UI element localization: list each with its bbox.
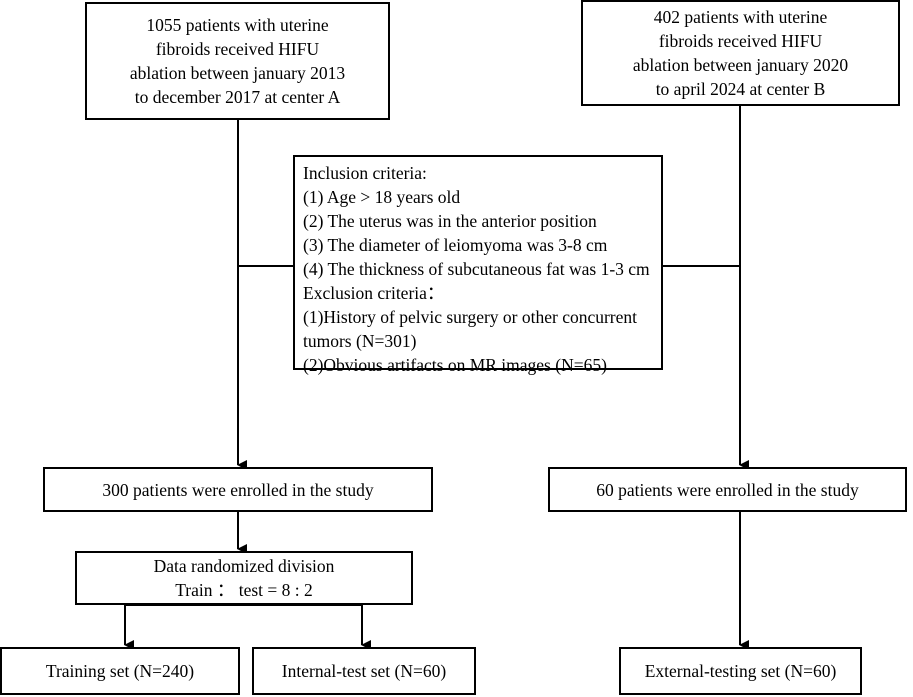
enrolled-center-b-text: 60 patients were enrolled in the study	[596, 479, 859, 500]
external-testing-set-text: External-testing set (N=60)	[644, 661, 837, 681]
enrolled-center-a-box: 300 patients were enrolled in the study	[43, 467, 433, 512]
center-b-line-1: 402 patients with uterine	[653, 7, 828, 27]
center-a-line-2: fibroids received HIFU	[155, 39, 320, 59]
training-set-text: Training set (N=240)	[45, 661, 195, 681]
inclusion-criterion-age: (1) Age > 18 years old	[303, 187, 461, 207]
center-a-line-3: ablation between january 2013	[129, 63, 346, 83]
center-a-box: 1055 patients with uterine fibroids rece…	[85, 2, 390, 120]
center-b-line-2: fibroids received HIFU	[658, 31, 823, 51]
inclusion-criterion-fat: (4) The thickness of subcutaneous fat wa…	[303, 259, 650, 279]
enrolled-center-b-box: 60 patients were enrolled in the study	[548, 467, 907, 512]
exclusion-criterion-artifacts: (2)Obvious artifacts on MR images (N=65)	[303, 355, 607, 375]
training-set-box: Training set (N=240)	[0, 647, 240, 695]
inclusion-criterion-uterus: (2) The uterus was in the anterior posit…	[303, 211, 597, 231]
enrolled-center-a-text: 300 patients were enrolled in the study	[102, 479, 374, 500]
inclusion-criteria-heading: Inclusion criteria:	[303, 163, 427, 183]
internal-test-set-box: Internal-test set (N=60)	[252, 647, 476, 695]
exclusion-criterion-surgery: (1)History of pelvic surgery or other co…	[303, 307, 638, 327]
randomized-division-ratio: Train ： test = 8 : 2	[175, 580, 313, 600]
external-testing-set-box: External-testing set (N=60)	[619, 647, 862, 695]
center-b-line-4: to april 2024 at center B	[655, 79, 826, 99]
exclusion-criteria-heading: Exclusion criteria：	[303, 283, 445, 303]
criteria-box: Inclusion criteria: (1) Age > 18 years o…	[293, 155, 663, 375]
exclusion-criterion-surgery-cont: tumors (N=301)	[303, 331, 417, 351]
center-a-line-4: to december 2017 at center A	[134, 87, 341, 107]
internal-test-set-text: Internal-test set (N=60)	[281, 661, 447, 681]
center-a-line-1: 1055 patients with uterine	[146, 15, 329, 35]
randomized-division-box: Data randomized division Train ： test = …	[75, 551, 413, 605]
randomized-division-title: Data randomized division	[153, 556, 335, 576]
inclusion-criterion-diameter: (3) The diameter of leiomyoma was 3-8 cm	[303, 235, 608, 255]
center-b-line-3: ablation between january 2020	[632, 55, 849, 75]
center-b-box: 402 patients with uterine fibroids recei…	[581, 0, 900, 106]
